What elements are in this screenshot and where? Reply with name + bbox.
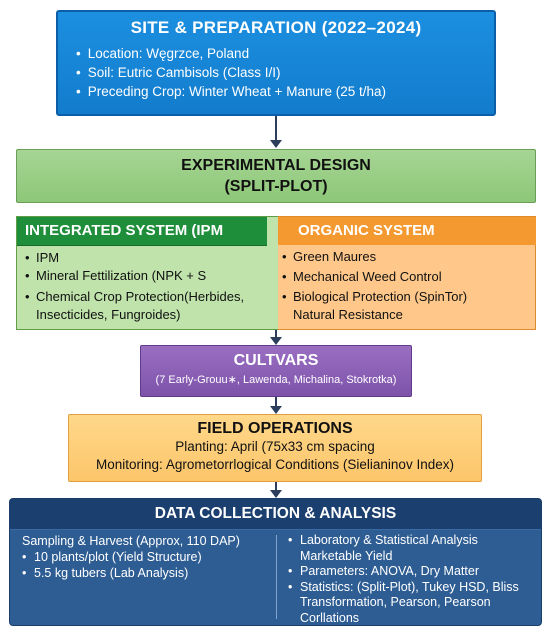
list-item: •5.5 kg tubers (Lab Analysis)	[22, 566, 189, 580]
data-collection-columns: Sampling & Harvest (Approx, 110 DAP) •10…	[10, 531, 541, 625]
sampling-list: •10 plants/plot (Yield Structure) •5.5 k…	[22, 549, 272, 581]
site-title: SITE & PREPARATION (2022–2024)	[130, 18, 422, 37]
list-item: •IPM	[25, 250, 60, 265]
organic-system-title: ORGANIC SYSTEM	[278, 217, 536, 245]
list-item-continuation: Natural Resistance	[293, 307, 403, 322]
site-preparation-box: SITE & PREPARATION (2022–2024) Location:…	[56, 10, 496, 116]
data-collection-title: DATA COLLECTION & ANALYSIS	[10, 499, 541, 530]
planting-text: Planting: April (75x33 cm spacing	[175, 439, 375, 454]
column-divider	[276, 535, 277, 619]
integrated-system-list: •IPM •Mineral Fettilization (NPK + S •Ch…	[17, 249, 278, 324]
site-item: Location: Węgrzce, Poland	[76, 44, 494, 63]
list-item: •Green Maures	[282, 249, 377, 264]
flow-arrow-head	[270, 337, 282, 345]
flow-arrow	[275, 330, 277, 338]
analysis-column: •Laboratory & Statistical Analysis Marke…	[288, 533, 538, 626]
field-operations-title: FIELD OPERATIONS	[197, 420, 353, 437]
flow-arrow	[275, 482, 277, 491]
sampling-heading: Sampling & Harvest (Approx, 110 DAP)	[22, 534, 240, 548]
cultivars-title: CULTVARS	[233, 352, 319, 369]
site-list: Location: Węgrzce, Poland Soil: Eutric C…	[58, 44, 494, 101]
flow-arrow	[275, 397, 277, 407]
organic-system-box: ORGANIC SYSTEM •Green Maures •Mechanical…	[278, 216, 536, 330]
flow-arrow-head	[270, 490, 282, 498]
site-item: Soil: Eutric Cambisols (Class I/I)	[76, 63, 494, 82]
list-item: •Laboratory & Statistical Analysis	[288, 533, 478, 547]
design-title: EXPERIMENTAL DESIGN	[181, 157, 371, 174]
cultivars-box: CULTVARS (7 Early-Grouu∗, Lawenda, Micha…	[140, 345, 412, 397]
flow-arrow-head	[270, 140, 282, 148]
list-item: •Chemical Crop Protection(Herbides, Inse…	[25, 289, 245, 322]
list-item: •Mechanical Weed Control	[282, 269, 442, 284]
analysis-list: •Laboratory & Statistical Analysis	[288, 533, 538, 549]
list-item: •Statistics: (Split-Plot), Tukey HSD, Bl…	[288, 579, 519, 625]
design-subtitle: (SPLIT-PLOT)	[224, 178, 328, 195]
list-item: •10 plants/plot (Yield Structure)	[22, 550, 202, 564]
organic-system-list: •Green Maures •Mechanical Weed Control •…	[278, 248, 535, 324]
analysis-list-2: •Parameters: ANOVA, Dry Matter •Statisti…	[288, 564, 538, 626]
cultivars-list: (7 Early-Grouu∗, Lawenda, Michalina, Sto…	[155, 374, 397, 386]
list-item: •Biological Protection (SpinTor)	[282, 289, 468, 304]
sampling-column: Sampling & Harvest (Approx, 110 DAP) •10…	[22, 533, 272, 581]
list-item: •Parameters: ANOVA, Dry Matter	[288, 564, 479, 578]
site-item: Preceding Crop: Winter Wheat + Manure (2…	[76, 82, 494, 101]
list-item: •Mineral Fettilization (NPK + S	[25, 268, 207, 283]
flow-arrow	[275, 116, 277, 141]
monitoring-text: Monitoring: Agrometorrlogical Conditions…	[96, 457, 454, 472]
experimental-design-box: EXPERIMENTAL DESIGN (SPLIT-PLOT)	[16, 149, 536, 203]
flow-arrow-head	[270, 406, 282, 414]
marketable-yield-text: Marketable Yield	[300, 548, 393, 563]
data-collection-box: DATA COLLECTION & ANALYSIS Sampling & Ha…	[9, 498, 542, 626]
integrated-system-box: INTEGRATED SYSTEM (IPM •IPM •Mineral Fet…	[16, 216, 278, 330]
integrated-system-title: INTEGRATED SYSTEM (IPM	[17, 217, 267, 246]
field-operations-box: FIELD OPERATIONS Planting: April (75x33 …	[68, 414, 482, 482]
